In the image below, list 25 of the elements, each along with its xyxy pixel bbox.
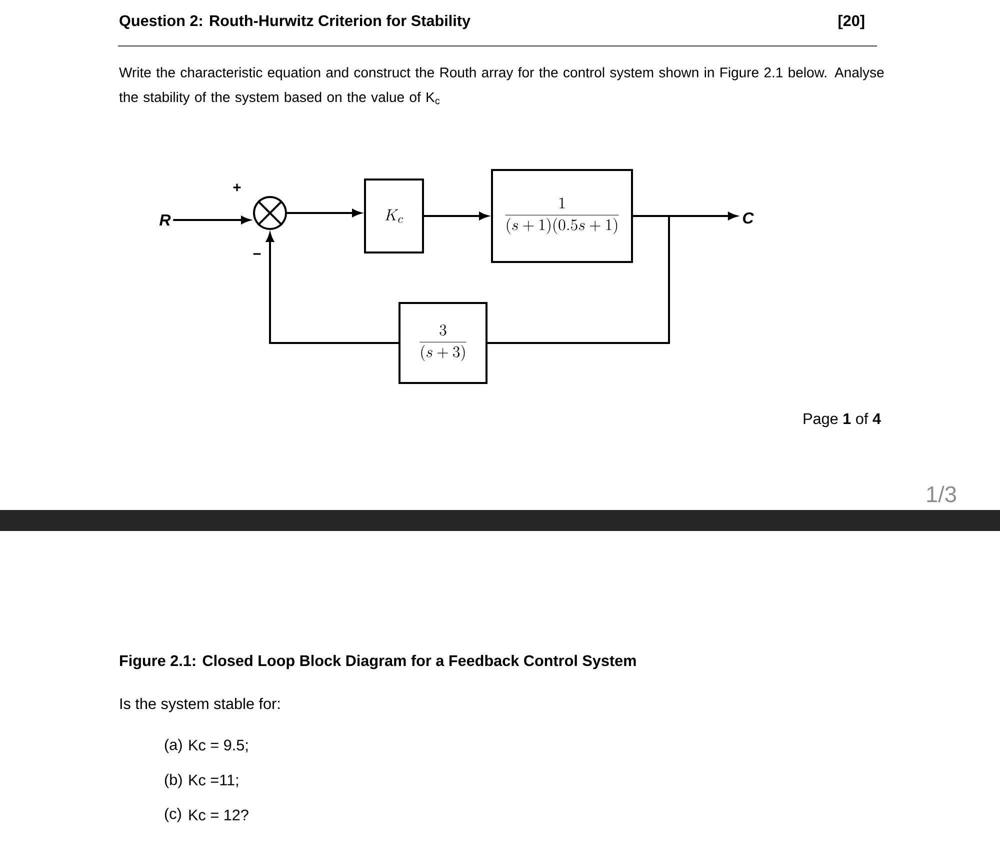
minus-sign: − [253,253,261,255]
arrow [424,212,488,220]
gain-block: $K_{c}$ [364,178,424,254]
arrow [173,216,250,224]
output-label: C [743,212,754,224]
feedback-block: $\frac{3}{(s+3)}$ [398,302,488,384]
summing-junction [253,196,287,230]
question-text: Write the characteristic equation and construct the Routh array for the control system shown in Figure 2.1 below. Analyse the stability of the system based on the value of K$_{c}$ [119,67,884,105]
title: Question 2: Routh-Hurwitz Criterion for Stability [120,14,470,30]
page-counter: 1/3 [927,486,956,502]
figure-caption: Figure 2.1: Closed Loop Block Diagram for a Feedback Control System [120,654,636,670]
item-marker: (b) [164,774,182,788]
list-item: Kc = 12? [189,810,248,820]
arrow [287,209,362,217]
list-item: Kc =11; [189,774,238,788]
list-item: Kc = 9.5; [189,740,248,752]
plus-sign: + [233,184,241,192]
plant-block: $\frac{1}{(s+1)(0.5s+1)}$ [491,169,633,263]
input-label: R [160,214,171,226]
item-marker: (c) [164,808,181,822]
marks: [20] [838,14,864,30]
question-text: Is the system stable for: [120,698,280,712]
arrow [266,233,398,344]
page-number: Page 1 of 4 [804,412,881,428]
item-marker: (a) [164,738,182,754]
